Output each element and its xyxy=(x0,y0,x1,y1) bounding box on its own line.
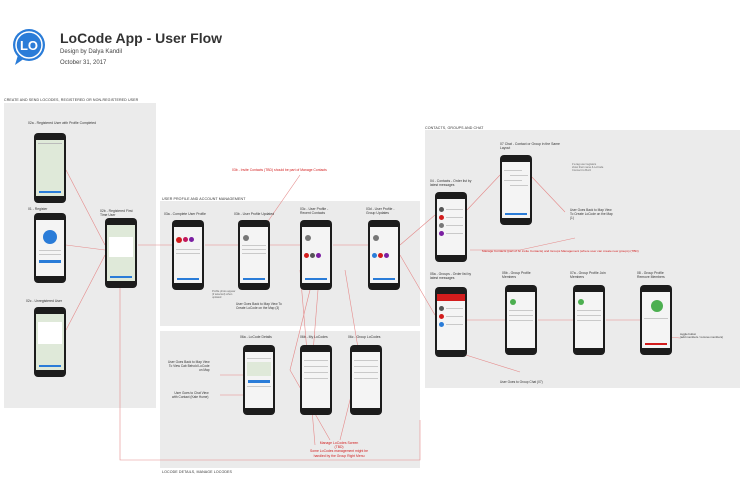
phone-03b xyxy=(238,220,270,290)
label-03c: 03c - User Profile - Recent Contacts xyxy=(300,207,329,215)
locode-logo: LO xyxy=(13,29,45,65)
section-contacts: CONTACTS, GROUPS AND CHAT xyxy=(425,126,484,130)
label-05a: 05a - Groups - Order list by latest mess… xyxy=(430,272,472,280)
note-manage-locodes: Manage LoCodes Screen(TBD)Some LoCodes m… xyxy=(310,441,369,458)
label-03a: 03a - Complete User Profile xyxy=(164,212,206,216)
label-05b: 05b - Group Profile Members xyxy=(502,271,531,279)
designer-credit: Design by Dalya Kandil xyxy=(60,49,123,55)
label-01: 01 - Register xyxy=(28,207,48,211)
phone-02b xyxy=(105,218,137,288)
phone-06b xyxy=(300,345,332,415)
label-06a: 06a - LoCode Details xyxy=(240,335,272,339)
phone-02a xyxy=(34,133,66,203)
phone-02c xyxy=(34,307,66,377)
note-manage-contacts: Manage Contacts (part of 3c invite Conta… xyxy=(482,249,639,253)
section-profile: USER PROFILE AND ACCOUNT MANAGEMENT xyxy=(162,197,246,201)
label-02a: 02a - Registered User with Profile Compl… xyxy=(28,121,97,125)
label-03b: 03b - User Profile Updated xyxy=(234,212,275,216)
phone-03d xyxy=(368,220,400,290)
page-title: LoCode App - User Flow xyxy=(60,30,223,46)
svg-text:LO: LO xyxy=(20,38,38,53)
label-03d: 03d - User Profile - Group Updates xyxy=(366,207,395,215)
phone-08 xyxy=(640,285,672,355)
phone-05b xyxy=(505,285,537,355)
phone-07a xyxy=(573,285,605,355)
note-invite-contacts: 03b - Invite Contacts (TBD) should be pa… xyxy=(232,168,327,172)
phone-03c xyxy=(300,220,332,290)
phone-03a xyxy=(172,220,204,290)
section-create-send: CREATE AND SEND LOCODES, REGISTERED OR N… xyxy=(4,98,139,102)
date: October 31, 2017 xyxy=(60,60,107,66)
label-06c: 06c - Group LoCodes xyxy=(348,335,381,339)
phone-07 xyxy=(500,155,532,225)
label-04: 04 - Contacts - Order list by latest mes… xyxy=(430,179,472,187)
label-02c: 02c - Unregistered User xyxy=(26,299,62,303)
phone-06a xyxy=(243,345,275,415)
label-06b: 06b - My LoCodes xyxy=(300,335,328,339)
note-toggle: toggle button(add members / remove membe… xyxy=(680,332,724,340)
note-back-to-map: User Goes Back to Map View To Create LoC… xyxy=(236,302,282,310)
label-02b: 02b - Registered First Time User xyxy=(100,209,133,217)
label-07a: 07a - Group Profile Join Members xyxy=(570,271,606,279)
note-group-chat: User Goes to Group Chat (07) xyxy=(500,380,543,384)
phone-04 xyxy=(435,192,467,262)
phone-01 xyxy=(34,213,66,283)
section-locode-details: LOCODE DETAILS, MANAGE LOCODES xyxy=(162,470,233,474)
label-08: 08 - Group Profile Remove Members xyxy=(637,271,665,279)
phone-05a xyxy=(435,287,467,357)
label-07: 07 Chat - Contact or Group in the Same L… xyxy=(500,142,560,150)
phone-06c xyxy=(350,345,382,415)
